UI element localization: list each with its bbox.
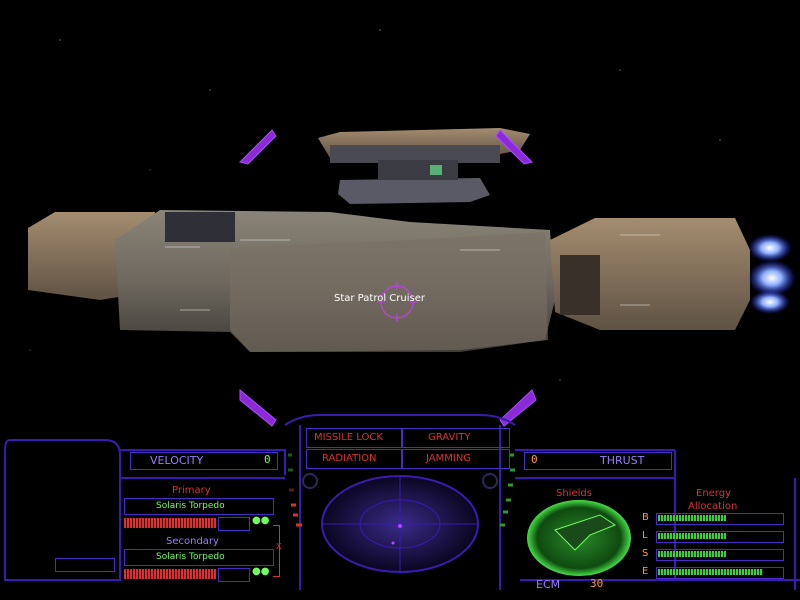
- primary-ammo-bar: [124, 518, 216, 528]
- energy-key-l: L: [642, 530, 648, 541]
- primary-weapon-name: Solaris Torpedo: [156, 501, 225, 511]
- radiation-indicator: RADIATION: [322, 453, 377, 464]
- hud-frame: [4, 414, 800, 590]
- energy-row-s[interactable]: S: [640, 548, 790, 562]
- energy-key-b: B: [642, 512, 649, 523]
- crosshair: [377, 282, 417, 322]
- thrust-panel: [524, 452, 672, 470]
- velocity-gauge: [288, 453, 302, 527]
- thrust-label: THRUST: [600, 454, 645, 467]
- energy-bar-s: [658, 551, 726, 557]
- shield-display: [527, 500, 631, 576]
- weapon-link-marker: X: [276, 542, 282, 551]
- shields-label: Shields: [556, 488, 592, 499]
- velocity-value: 0: [264, 453, 271, 466]
- thrust-value: 0: [531, 453, 538, 466]
- velocity-label: VELOCITY: [150, 454, 204, 467]
- target-name-label: Star Patrol Cruiser: [334, 293, 425, 304]
- energy-key-e: E: [642, 566, 649, 577]
- target-brackets: [239, 129, 537, 427]
- energy-bar-b: [658, 515, 726, 521]
- starfield: [29, 29, 721, 381]
- secondary-weapon-name: Solaris Torpedo: [156, 552, 225, 562]
- energy-label-line1: Energy: [696, 488, 732, 499]
- jamming-indicator: JAMMING: [426, 453, 472, 464]
- energy-row-e[interactable]: E: [640, 566, 790, 580]
- radar-display: [321, 475, 479, 573]
- secondary-label: Secondary: [166, 536, 219, 547]
- warning-panel: MISSILE LOCK GRAVITY RADIATION JAMMING: [306, 428, 510, 472]
- energy-bar-e: [658, 569, 763, 575]
- weapons-panel: Primary Solaris Torpedo ●● Secondary Sol…: [120, 480, 285, 585]
- primary-label: Primary: [172, 485, 211, 496]
- comm-display: [55, 558, 115, 572]
- energy-allocation-panel: B L S E: [640, 512, 790, 582]
- energy-label-line2: Allocation: [688, 501, 738, 512]
- energy-row-b[interactable]: B: [640, 512, 790, 526]
- energy-row-l[interactable]: L: [640, 530, 790, 544]
- right-radar-knob: [482, 473, 498, 489]
- star-patrol-cruiser-ship: [28, 128, 796, 352]
- secondary-link-icon: ●●: [252, 566, 270, 577]
- primary-link-icon: ●●: [252, 515, 270, 526]
- gravity-indicator: GRAVITY: [428, 432, 471, 443]
- weapon-link-bracket: [273, 525, 280, 577]
- velocity-panel: [130, 452, 278, 470]
- energy-bar-l: [658, 533, 726, 539]
- missile-lock-indicator: MISSILE LOCK: [314, 432, 383, 443]
- left-radar-knob: [302, 473, 318, 489]
- energy-key-s: S: [642, 548, 649, 559]
- secondary-ammo-bar: [124, 569, 216, 579]
- ecm-label: ECM: [536, 578, 561, 591]
- ecm-value: 30: [590, 577, 604, 590]
- thrust-gauge: [500, 453, 515, 527]
